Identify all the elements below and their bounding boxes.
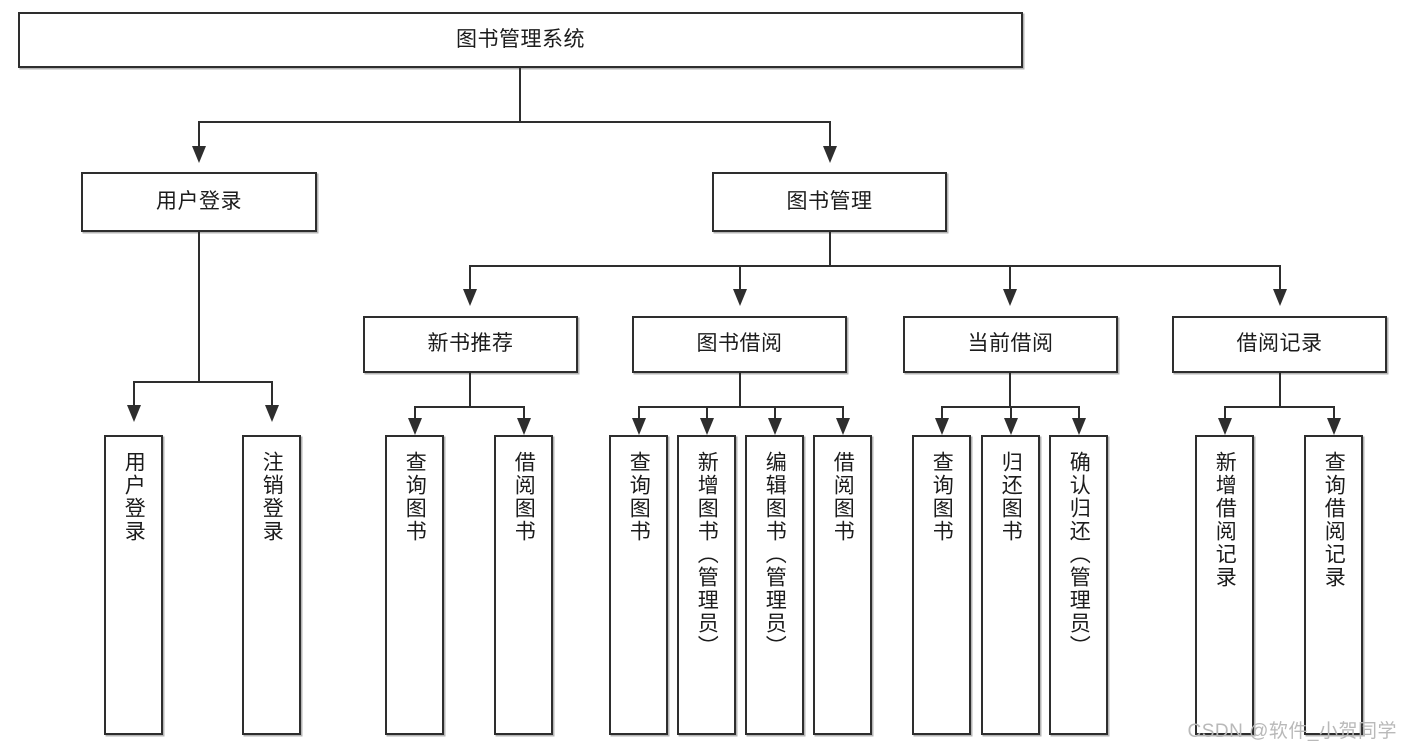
- arrowhead-leaf-query-record: [1327, 418, 1341, 435]
- node-label: 编辑图书（管理员）: [763, 451, 787, 658]
- leaf-query-book-current[interactable]: 查询图书: [912, 435, 971, 735]
- node-book-management[interactable]: 图书管理: [712, 172, 947, 232]
- arrowhead-book-borrow: [733, 289, 747, 306]
- node-user-login[interactable]: 用户登录: [81, 172, 317, 232]
- arrowhead-leaf-borrow-book-2: [836, 418, 850, 435]
- node-label: 当前借阅: [967, 332, 1054, 356]
- arrowhead-leaf-add-book: [700, 418, 714, 435]
- node-label: 查询图书: [627, 451, 651, 543]
- connector-book-borrow-bus: [638, 406, 844, 408]
- arrowhead-leaf-confirm-return: [1072, 418, 1086, 435]
- node-label: 确认归还（管理员）: [1067, 451, 1091, 658]
- arrowhead-leaf-query-book-1: [408, 418, 422, 435]
- node-label: 新书推荐: [427, 332, 514, 356]
- arrowhead-leaf-user-login: [127, 405, 141, 422]
- arrowhead-leaf-edit-book: [768, 418, 782, 435]
- connector-user-login-stem: [198, 232, 200, 382]
- connector-level2-bus: [198, 121, 831, 123]
- node-new-book-recommend[interactable]: 新书推荐: [363, 316, 578, 373]
- leaf-query-book-borrow[interactable]: 查询图书: [609, 435, 668, 735]
- connector-drop-leaf-add-book: [706, 406, 708, 420]
- node-current-borrow[interactable]: 当前借阅: [903, 316, 1118, 373]
- node-label: 图书借阅: [696, 332, 783, 356]
- leaf-borrow-book-recommend[interactable]: 借阅图书: [494, 435, 553, 735]
- leaf-return-book[interactable]: 归还图书: [981, 435, 1040, 735]
- connector-drop-leaf-borrow-book-2: [842, 406, 844, 420]
- arrowhead-leaf-query-book-2: [632, 418, 646, 435]
- connector-drop-leaf-query-record: [1333, 406, 1335, 420]
- node-book-borrow[interactable]: 图书借阅: [632, 316, 847, 373]
- connector-drop-leaf-return-book: [1010, 406, 1012, 420]
- arrowhead-book-management: [823, 146, 837, 163]
- connector-user-login-bus: [133, 381, 272, 383]
- connector-new-book-bus: [414, 406, 524, 408]
- node-borrow-record[interactable]: 借阅记录: [1172, 316, 1387, 373]
- node-label: 查询借阅记录: [1322, 451, 1346, 589]
- connector-drop-leaf-logout: [271, 381, 273, 405]
- arrowhead-new-book: [463, 289, 477, 306]
- leaf-logout[interactable]: 注销登录: [242, 435, 301, 735]
- leaf-query-borrow-record[interactable]: 查询借阅记录: [1304, 435, 1363, 735]
- connector-new-book-stem: [469, 373, 471, 408]
- connector-book-borrow-stem: [739, 373, 741, 408]
- leaf-add-book[interactable]: 新增图书（管理员）: [677, 435, 736, 735]
- node-label: 图书管理系统: [456, 27, 585, 51]
- connector-drop-leaf-confirm-return: [1078, 406, 1080, 420]
- connector-level3-bus: [469, 265, 1280, 267]
- connector-drop-book-management: [829, 121, 831, 146]
- connector-drop-leaf-borrow-book-1: [523, 406, 525, 420]
- connector-drop-leaf-query-book-2: [638, 406, 640, 420]
- connector-borrow-record-bus: [1224, 406, 1334, 408]
- leaf-confirm-return[interactable]: 确认归还（管理员）: [1049, 435, 1108, 735]
- node-label: 借阅图书: [831, 451, 855, 543]
- node-label: 注销登录: [260, 451, 284, 543]
- connector-root-stem: [519, 68, 521, 122]
- connector-drop-user-login: [198, 121, 200, 146]
- node-root-book-management-system[interactable]: 图书管理系统: [18, 12, 1023, 68]
- arrowhead-current-borrow: [1003, 289, 1017, 306]
- leaf-add-borrow-record[interactable]: 新增借阅记录: [1195, 435, 1254, 735]
- arrowhead-leaf-logout: [265, 405, 279, 422]
- connector-drop-borrow-record: [1279, 265, 1281, 289]
- connector-drop-current-borrow: [1009, 265, 1011, 289]
- arrowhead-leaf-borrow-book-1: [517, 418, 531, 435]
- node-label: 图书管理: [786, 189, 873, 213]
- arrowhead-leaf-add-record: [1218, 418, 1232, 435]
- leaf-borrow-book[interactable]: 借阅图书: [813, 435, 872, 735]
- connector-drop-leaf-query-book-3: [941, 406, 943, 420]
- leaf-query-book-recommend[interactable]: 查询图书: [385, 435, 444, 735]
- connector-book-management-stem: [829, 232, 831, 267]
- connector-drop-leaf-add-record: [1224, 406, 1226, 420]
- connector-drop-new-book: [469, 265, 471, 289]
- arrowhead-borrow-record: [1273, 289, 1287, 306]
- node-label: 用户登录: [122, 451, 146, 543]
- node-label: 借阅图书: [512, 451, 536, 543]
- connector-current-borrow-stem: [1009, 373, 1011, 408]
- node-label: 新增借阅记录: [1213, 451, 1237, 589]
- node-label: 查询图书: [403, 451, 427, 543]
- connector-drop-leaf-user-login: [133, 381, 135, 405]
- node-label: 新增图书（管理员）: [695, 451, 719, 658]
- leaf-user-login[interactable]: 用户登录: [104, 435, 163, 735]
- arrowhead-user-login: [192, 146, 206, 163]
- node-label: 归还图书: [999, 451, 1023, 543]
- arrowhead-leaf-return-book: [1004, 418, 1018, 435]
- node-label: 借阅记录: [1236, 332, 1323, 356]
- connector-drop-leaf-edit-book: [774, 406, 776, 420]
- leaf-edit-book[interactable]: 编辑图书（管理员）: [745, 435, 804, 735]
- arrowhead-leaf-query-book-3: [935, 418, 949, 435]
- connector-drop-leaf-query-book-1: [414, 406, 416, 420]
- connector-borrow-record-stem: [1279, 373, 1281, 408]
- node-label: 用户登录: [156, 189, 242, 213]
- connector-drop-book-borrow: [739, 265, 741, 289]
- node-label: 查询图书: [930, 451, 954, 543]
